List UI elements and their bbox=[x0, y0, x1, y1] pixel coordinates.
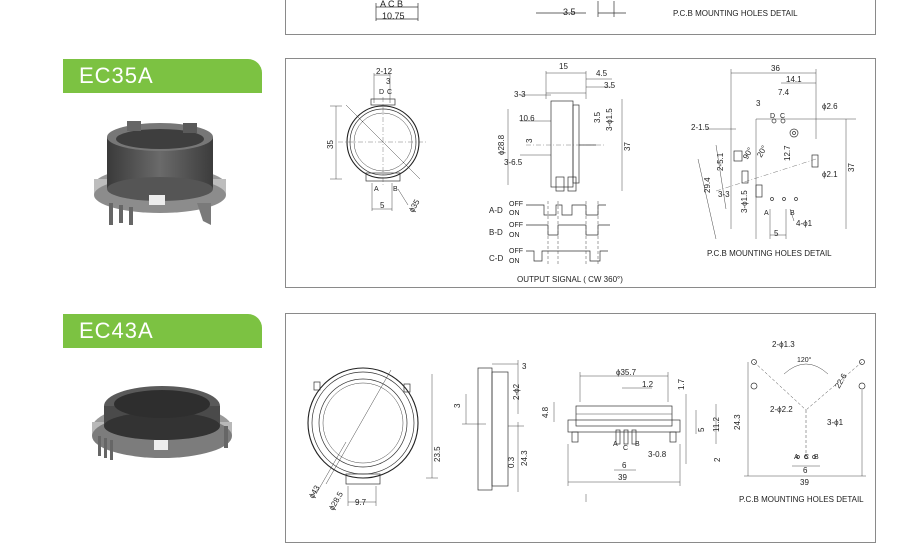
signal-row-bd-label: B-D bbox=[489, 228, 503, 237]
top-drawing-panel: A C B 10.75 3.5 P.C.B MOUNTING HOLES DET… bbox=[285, 0, 876, 35]
ec43a-bottom-d5: 5 bbox=[697, 427, 706, 432]
ec43a-bottom-pin-a: A bbox=[613, 441, 618, 448]
ec43a-side-d243: 24.3 bbox=[520, 450, 529, 466]
ec35a-drawing-lines bbox=[330, 69, 856, 265]
ec35a-holes-pin-d: D bbox=[770, 113, 776, 120]
ec43a-bottom-d17: 1.7 bbox=[677, 378, 686, 390]
top-dim-35: 3.5 bbox=[563, 7, 576, 17]
ec35a-side-d37: 37 bbox=[623, 142, 632, 151]
ec35a-product-image bbox=[94, 121, 226, 225]
ec35a-holes-d4phi1: 4-ϕ1 bbox=[796, 219, 813, 228]
ec35a-front-pin-b: B bbox=[393, 186, 398, 193]
ec43a-holes-pin-b: B bbox=[814, 454, 819, 461]
ec43a-product-image bbox=[92, 386, 232, 460]
ec35a-side-d45: 4.5 bbox=[596, 69, 608, 78]
ec43a-side-d3: 3 bbox=[522, 362, 527, 371]
ec35a-side-d106: 10.6 bbox=[519, 114, 535, 123]
model-tag-ec35a: EC35A bbox=[63, 59, 262, 93]
ec43a-bottom-d308: 3-0.8 bbox=[648, 450, 667, 459]
signal-row-bd-on: ON bbox=[509, 232, 520, 239]
ec43a-holes-d6: 6 bbox=[803, 466, 808, 475]
ec43a-bottom-d2: 2 bbox=[713, 457, 722, 462]
ec35a-side-d35: 3.5 bbox=[604, 81, 616, 90]
ec35a-holes-d25: 2-5.1 bbox=[716, 152, 725, 171]
ec35a-holes-d215: 2-1.5 bbox=[691, 123, 710, 132]
signal-caption: OUTPUT SIGNAL ( CW 360°) bbox=[517, 275, 623, 284]
ec43a-front-d97: 9.7 bbox=[355, 498, 367, 507]
ec35a-side-d365: 3-6.5 bbox=[504, 158, 523, 167]
top-holes-caption: P.C.B MOUNTING HOLES DETAIL bbox=[673, 9, 798, 18]
ec43a-bottom-d48: 4.8 bbox=[541, 406, 550, 418]
ec35a-holes-d127: 12.7 bbox=[783, 145, 792, 161]
ec35a-holes-pin-c: C bbox=[780, 113, 786, 120]
ec43a-holes-d120: 120° bbox=[797, 357, 812, 364]
signal-row-ad-on: ON bbox=[509, 210, 520, 217]
ec43a-holes-caption: P.C.B MOUNTING HOLES DETAIL bbox=[739, 495, 864, 504]
ec35a-front-d5: 5 bbox=[380, 201, 385, 210]
ec43a-side-d3b: 3 bbox=[453, 403, 462, 408]
ec43a-side-d03: 0.3 bbox=[507, 456, 516, 468]
ec43a-bottom-d39: 39 bbox=[618, 473, 627, 482]
ec43a-drawing-panel: ϕ43 ϕ28.5 9.7 23.5 3 2-ϕ2 3 0.3 24.3 ϕ35… bbox=[285, 313, 876, 543]
ec35a-side-d35b: 3.5 bbox=[593, 111, 602, 123]
ec35a-front-pin-a: A bbox=[374, 186, 379, 193]
ec43a-bottom-dphi357: ϕ35.7 bbox=[616, 368, 637, 377]
signal-row-cd-label: C-D bbox=[489, 254, 504, 263]
ec35a-front-d212: 2-12 bbox=[376, 67, 393, 76]
ec43a-holes-d39: 39 bbox=[800, 478, 809, 487]
ec35a-holes-d3phi15: 3-ϕ1.5 bbox=[740, 190, 749, 213]
ec43a-holes-d3phi1: 3-ϕ1 bbox=[827, 418, 844, 427]
ec35a-drawing-panel: 2-12 3 35 D C A B 5 ϕ35 15 4.5 3.5 3-3 1… bbox=[285, 58, 876, 288]
ec43a-side-d2phi2: 2-ϕ2 bbox=[512, 383, 521, 400]
ec35a-holes-d33: 3-3 bbox=[718, 190, 730, 199]
ec35a-side-d3b: 3 bbox=[525, 138, 534, 143]
ec35a-front-pin-d: D bbox=[379, 89, 385, 96]
ec43a-bottom-pin-b: B bbox=[635, 441, 640, 448]
ec35a-holes-dphi26: ϕ2.6 bbox=[822, 102, 838, 111]
model-name: EC35A bbox=[79, 63, 154, 88]
ec43a-bottom-d112: 11.2 bbox=[712, 417, 721, 432]
ec35a-side-d3phi15: 3-ϕ1.5 bbox=[605, 108, 614, 131]
ec43a-holes-d2phi13: 2-ϕ1.3 bbox=[772, 340, 795, 349]
ec35a-holes-pin-a: A bbox=[764, 210, 769, 217]
ec43a-bottom-pin-c: C bbox=[623, 445, 629, 452]
ec43a-holes-d243: 24.3 bbox=[733, 414, 742, 430]
signal-row-ad-label: A-D bbox=[489, 206, 503, 215]
ec43a-bottom-d12: 1.2 bbox=[642, 380, 654, 389]
ec43a-drawing-lines bbox=[307, 359, 866, 506]
top-dim-1075: 10.75 bbox=[382, 11, 405, 21]
ec35a-holes-d37: 37 bbox=[847, 163, 856, 172]
signal-row-bd-off: OFF bbox=[509, 222, 523, 229]
signal-row-ad-off: OFF bbox=[509, 201, 523, 208]
ec35a-holes-d74: 7.4 bbox=[778, 88, 790, 97]
ec35a-holes-pin-b: B bbox=[790, 210, 795, 217]
top-drawing-lines bbox=[375, 1, 626, 21]
ec35a-side-d15: 15 bbox=[559, 62, 568, 71]
ec35a-holes-caption: P.C.B MOUNTING HOLES DETAIL bbox=[707, 249, 832, 258]
ec35a-front-d35v: 35 bbox=[326, 140, 335, 149]
ec35a-front-d3: 3 bbox=[386, 77, 391, 86]
ec35a-side-d288: ϕ28.8 bbox=[497, 134, 506, 155]
ec35a-holes-d141: 14.1 bbox=[786, 75, 802, 84]
model-tag-ec43a: EC43A bbox=[63, 314, 262, 348]
ec35a-front-pin-c: C bbox=[387, 89, 393, 96]
signal-row-cd-off: OFF bbox=[509, 248, 523, 255]
ec43a-holes-pin-c: C bbox=[804, 454, 810, 461]
ec35a-holes-d3: 3 bbox=[756, 99, 761, 108]
ec35a-holes-d5: 5 bbox=[774, 229, 779, 238]
ec43a-holes-pin-a: A bbox=[794, 454, 799, 461]
ec35a-holes-d294: 29.4 bbox=[703, 177, 712, 193]
model-name: EC43A bbox=[79, 318, 154, 343]
ec35a-holes-d36: 36 bbox=[771, 64, 780, 73]
ec43a-bottom-d6: 6 bbox=[622, 461, 627, 470]
top-acb-label: A C B bbox=[380, 0, 404, 9]
ec43a-front-d235: 23.5 bbox=[433, 446, 442, 462]
ec35a-holes-dphi21: ϕ2.1 bbox=[822, 170, 838, 179]
ec35a-side-d33: 3-3 bbox=[514, 90, 526, 99]
ec43a-holes-d2phi22: 2-ϕ2.2 bbox=[770, 405, 793, 414]
signal-row-cd-on: ON bbox=[509, 258, 520, 265]
